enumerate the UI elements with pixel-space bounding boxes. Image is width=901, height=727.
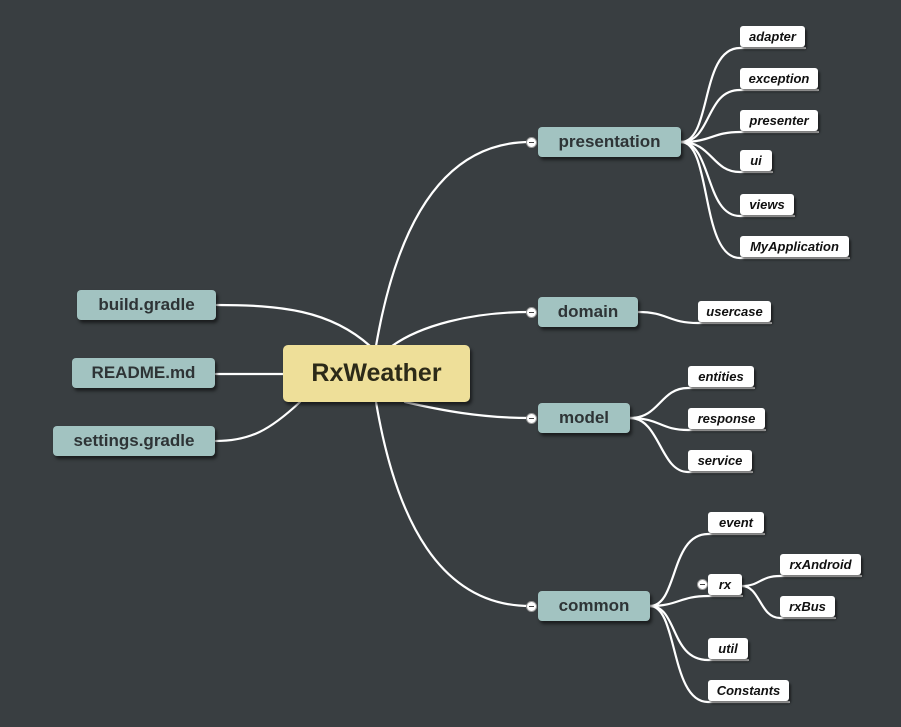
topic-label: settings.gradle — [73, 431, 195, 450]
connector-root-settings — [214, 400, 302, 443]
leaf-exception[interactable]: exception — [740, 68, 818, 89]
connector-root-common — [374, 400, 532, 608]
collapse-presentation-toggle[interactable] — [526, 137, 537, 148]
connector-presentation-adapter — [679, 46, 807, 144]
collapse-rx-toggle[interactable] — [697, 579, 708, 590]
topic-presentation[interactable]: presentation — [538, 127, 681, 157]
leaf-ui[interactable]: ui — [740, 150, 772, 171]
topic-label: common — [558, 596, 630, 615]
leaf-usercase[interactable]: usercase — [698, 301, 771, 322]
leaf-service[interactable]: service — [688, 450, 752, 471]
leaf-label: event — [719, 515, 753, 530]
leaf-presenter[interactable]: presenter — [740, 110, 818, 131]
leaf-label: exception — [748, 71, 810, 86]
leaf-response[interactable]: response — [688, 408, 765, 429]
connector-rx-rxandroid — [740, 574, 863, 588]
leaf-views[interactable]: views — [740, 194, 794, 215]
topic-domain[interactable]: domain — [538, 297, 638, 327]
leaf-myapplication[interactable]: MyApplication — [740, 236, 849, 257]
leaf-label: rxAndroid — [789, 557, 852, 572]
connector-root-domain — [390, 310, 532, 348]
collapse-domain-toggle[interactable] — [526, 307, 537, 318]
leaf-label: presenter — [749, 113, 809, 128]
leaf-label: Constants — [716, 683, 781, 698]
leaf-rx[interactable]: rx — [708, 574, 742, 595]
connector-model-service — [628, 416, 754, 474]
leaf-label: usercase — [706, 304, 763, 319]
leaf-entities[interactable]: entities — [688, 366, 754, 387]
leaf-constants[interactable]: Constants — [708, 680, 789, 701]
connector-presentation-myapplication — [679, 140, 851, 260]
topic-label: presentation — [558, 132, 661, 151]
connector-domain-usercase — [636, 310, 773, 325]
leaf-label: MyApplication — [750, 239, 839, 254]
leaf-label: views — [749, 197, 785, 212]
connector-presentation-exception — [679, 88, 820, 144]
topic-label: model — [558, 408, 610, 427]
leaf-util[interactable]: util — [708, 638, 748, 659]
connector-root-build — [215, 303, 372, 348]
leaf-label: ui — [750, 153, 762, 168]
topic-readme[interactable]: README.md — [72, 358, 215, 388]
topic-common[interactable]: common — [538, 591, 650, 621]
leaf-rxandroid[interactable]: rxAndroid — [780, 554, 861, 575]
connector-model-entities — [628, 386, 756, 420]
connector-root-presentation — [374, 140, 532, 348]
topic-label: build.gradle — [98, 295, 195, 314]
connector-rx-rxbus — [740, 584, 837, 620]
leaf-rxbus[interactable]: rxBus — [780, 596, 835, 617]
root-node[interactable]: RxWeather — [283, 345, 470, 402]
topic-build-gradle[interactable]: build.gradle — [77, 290, 216, 320]
root-label: RxWeather — [311, 359, 442, 387]
leaf-adapter[interactable]: adapter — [740, 26, 805, 47]
topic-label: README.md — [91, 363, 196, 382]
connector-presentation-presenter — [679, 130, 820, 144]
connector-common-constants — [648, 604, 791, 704]
leaf-label: response — [697, 411, 756, 426]
leaf-label: util — [718, 641, 738, 656]
leaf-label: entities — [698, 369, 744, 384]
leaf-label: service — [697, 453, 743, 468]
leaf-label: rx — [718, 577, 732, 592]
connector-model-response — [628, 416, 767, 432]
connector-presentation-views — [679, 140, 796, 218]
topic-model[interactable]: model — [538, 403, 630, 433]
connector-common-rx — [648, 594, 744, 608]
connector-presentation-ui — [679, 140, 774, 174]
leaf-event[interactable]: event — [708, 512, 764, 533]
collapse-common-toggle[interactable] — [526, 601, 537, 612]
topic-label: domain — [557, 302, 619, 321]
leaf-label: rxBus — [789, 599, 826, 614]
leaf-label: adapter — [749, 29, 796, 44]
collapse-model-toggle[interactable] — [526, 413, 537, 424]
connector-root-model — [403, 400, 532, 420]
topic-settings-gradle[interactable]: settings.gradle — [53, 426, 215, 456]
connector-common-event — [648, 532, 766, 608]
